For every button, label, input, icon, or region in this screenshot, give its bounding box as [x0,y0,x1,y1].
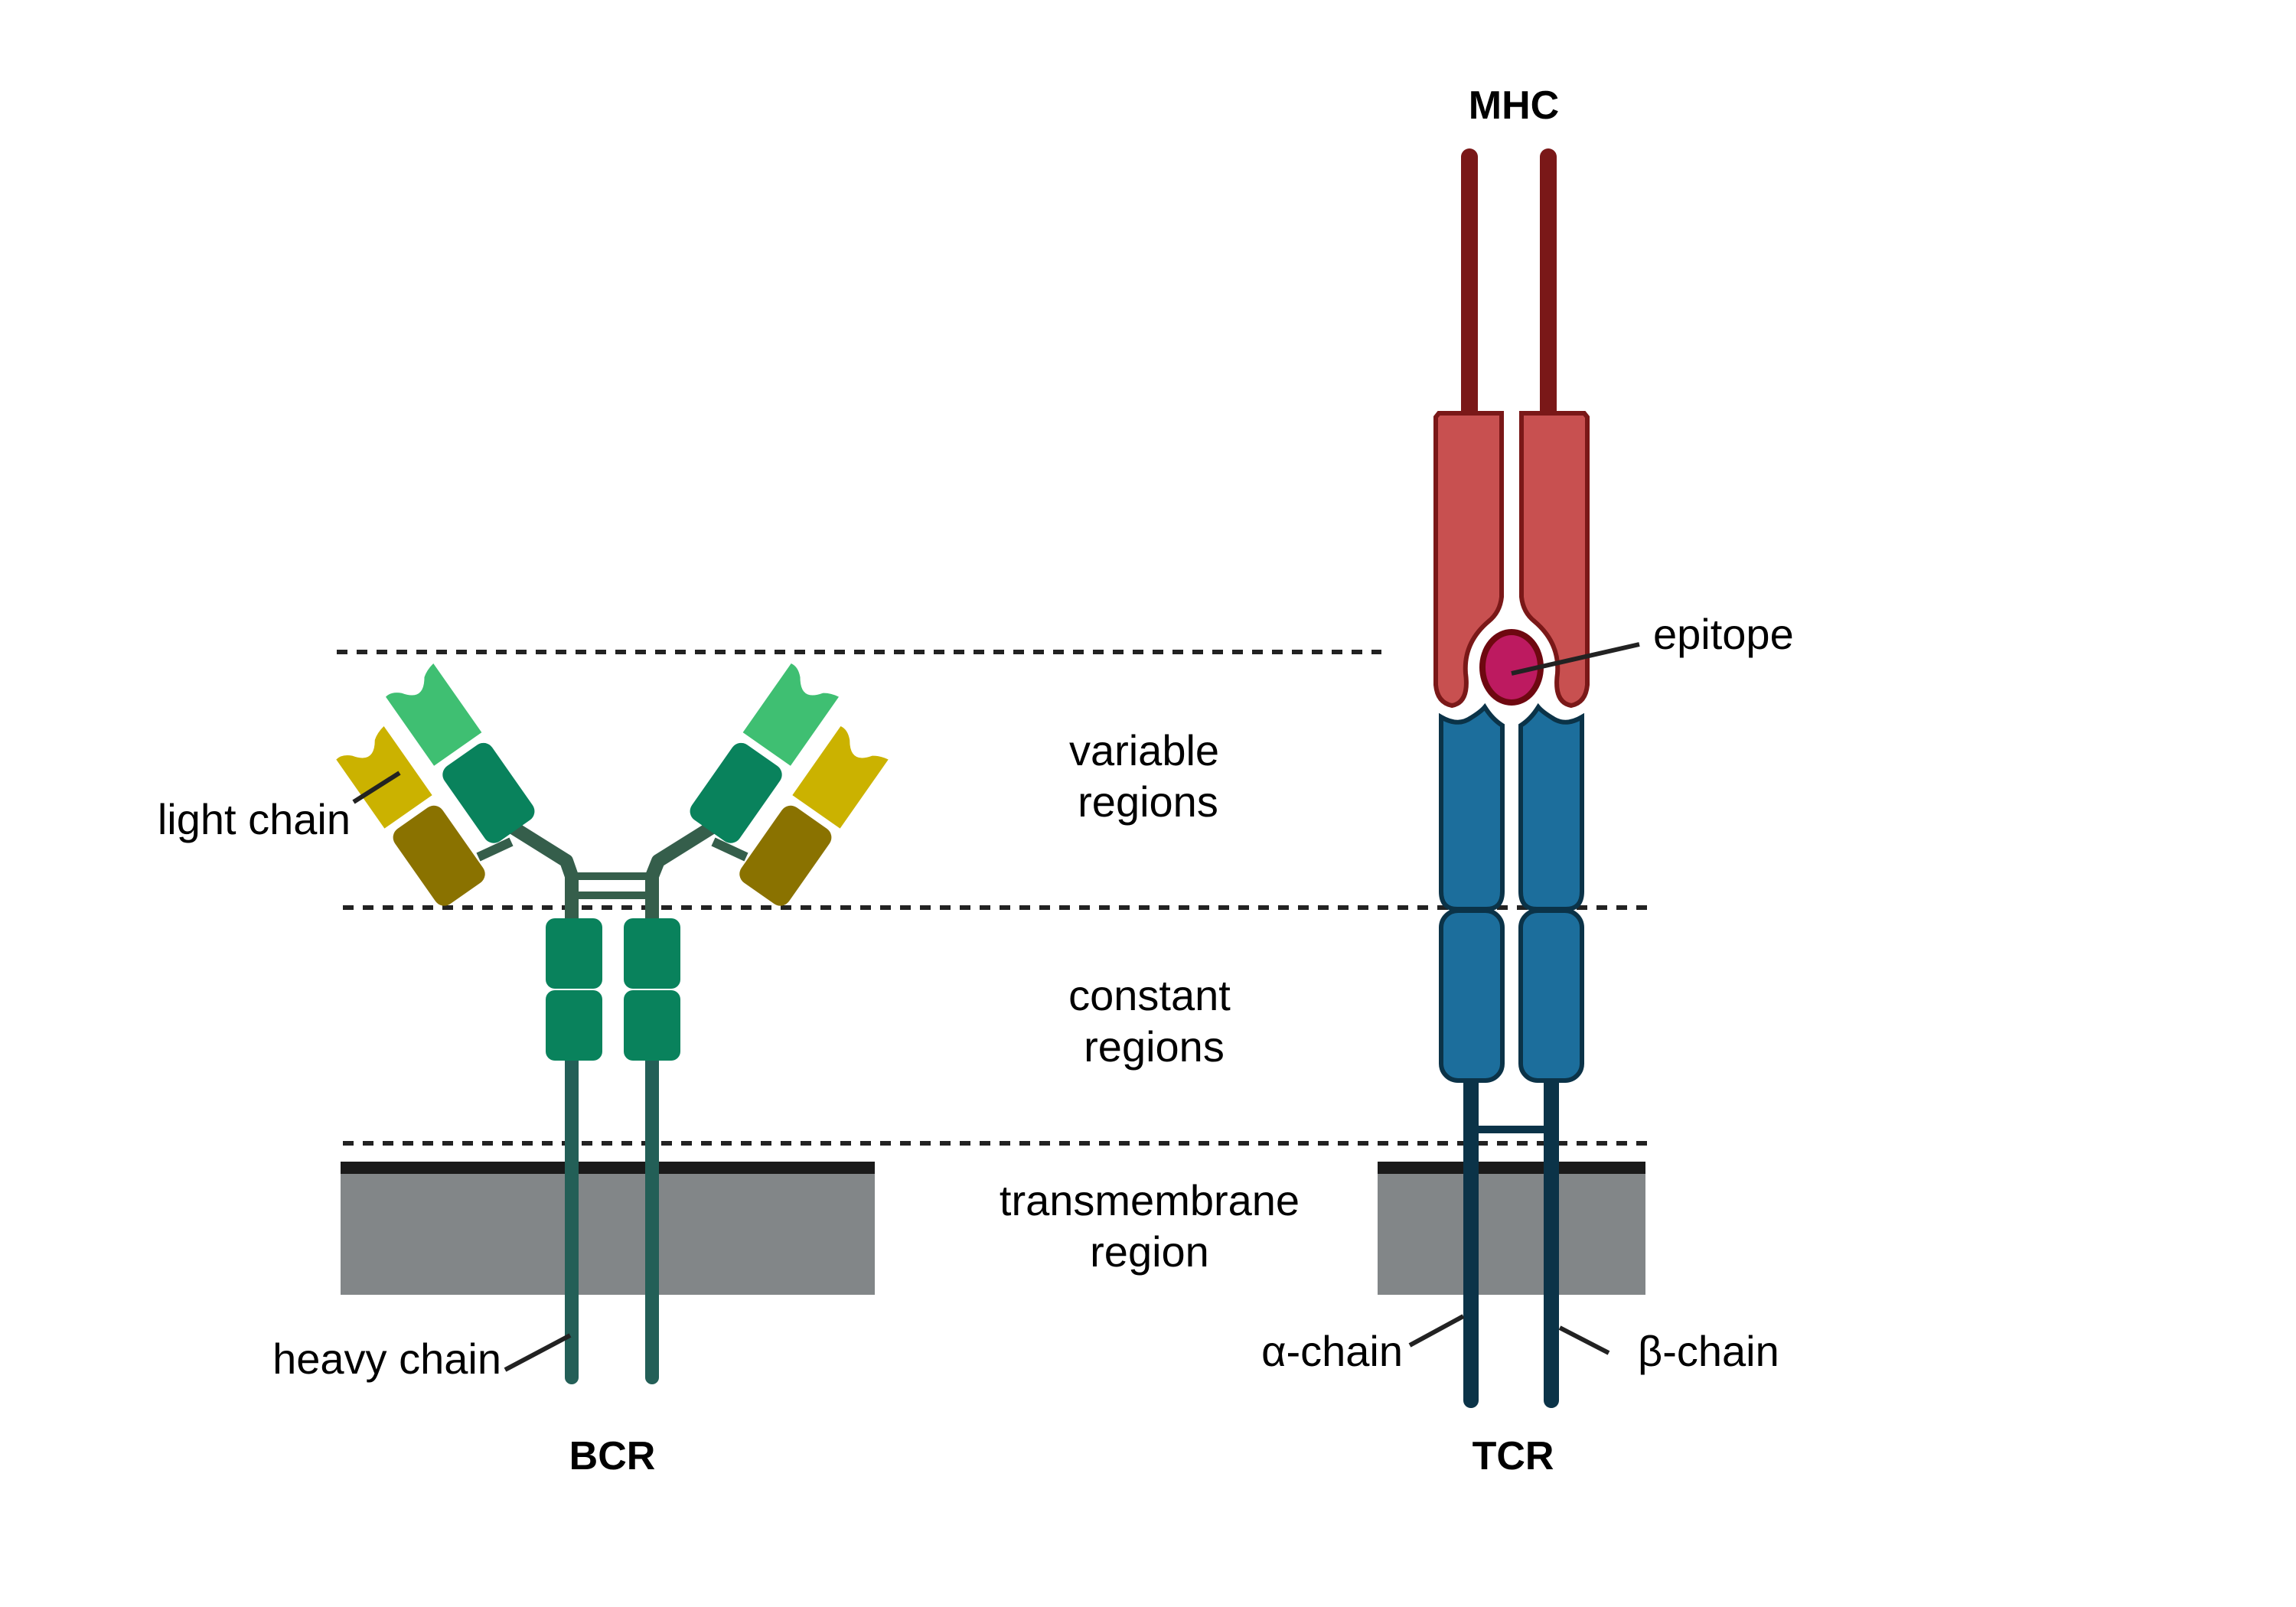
label-constant-regions-line1: constant [1068,971,1231,1019]
tcr-alpha-constant-domain [1439,908,1505,1083]
tcr-beta-constant-domain [1518,908,1584,1083]
label-bcr: BCR [569,1434,656,1478]
bcr-membrane [341,1162,875,1295]
label-variable-regions-line2: regions [1078,777,1218,826]
label-transmembrane-region-line1: transmembrane [1000,1176,1300,1224]
label-variable-regions-line1: variable [1069,726,1219,774]
bcr-membrane-surface [341,1162,875,1174]
label-transmembrane-region-line2: region [1090,1227,1209,1276]
tcr-membrane [1378,1162,1645,1295]
bcr-fab-arm-right [690,663,889,906]
mhc-domain-right [1519,411,1590,709]
label-heavy-chain: heavy chain [272,1335,501,1383]
leader-epitope [1511,642,1640,676]
label-alpha-chain: α-chain [1261,1327,1403,1375]
bcr-light-link-right [711,837,748,862]
bcr-light-link-left [476,837,514,862]
bcr-fab-arm-left [336,663,535,906]
bcr-heavy-constant-domain-2-right [624,990,680,1061]
label-light-chain: light chain [158,795,351,843]
label-epitope: epitope [1653,610,1794,658]
region-dividers [337,650,1653,1146]
tcr-membrane-body [1378,1171,1645,1295]
bcr-heavy-constant-domain-1-left [546,918,602,989]
leader-beta-chain [1558,1325,1610,1355]
bcr-heavy-chain-hinge-left [498,816,579,925]
tcr-receptor [1439,702,1584,1408]
tcr-alpha-variable-domain [1439,702,1505,911]
bcr-light-variable-right [792,725,889,829]
bcr-heavy-constant-ch1-right [690,742,782,843]
tcr-membrane-surface [1378,1162,1645,1174]
bcr-heavy-variable-right [742,663,839,766]
label-tcr: TCR [1473,1434,1554,1478]
bcr-heavy-chain-hinge-right [645,816,726,925]
callout-leaders [352,642,1640,1372]
leader-heavy-chain [504,1333,572,1372]
bcr-membrane-body [341,1171,875,1295]
bcr-heavy-variable-left [386,663,482,766]
bcr-heavy-constant-ch1-left [442,742,535,843]
bcr-heavy-constant-domain-1-right [624,918,680,989]
label-beta-chain: β-chain [1638,1327,1779,1375]
bcr-light-variable-left [336,725,432,829]
bcr-heavy-constant-domain-2-left [546,990,602,1061]
tcr-beta-variable-domain [1518,702,1584,911]
leader-alpha-chain [1408,1314,1465,1348]
mhc-complex [1433,148,1590,709]
mhc-domain-left [1433,411,1504,709]
label-mhc: MHC [1469,83,1559,128]
bcr-light-constant-left [393,805,485,906]
bcr-light-constant-right [739,805,832,906]
leader-light-chain [352,771,401,804]
bcr-receptor [336,663,889,1384]
label-constant-regions-line2: regions [1084,1022,1225,1071]
